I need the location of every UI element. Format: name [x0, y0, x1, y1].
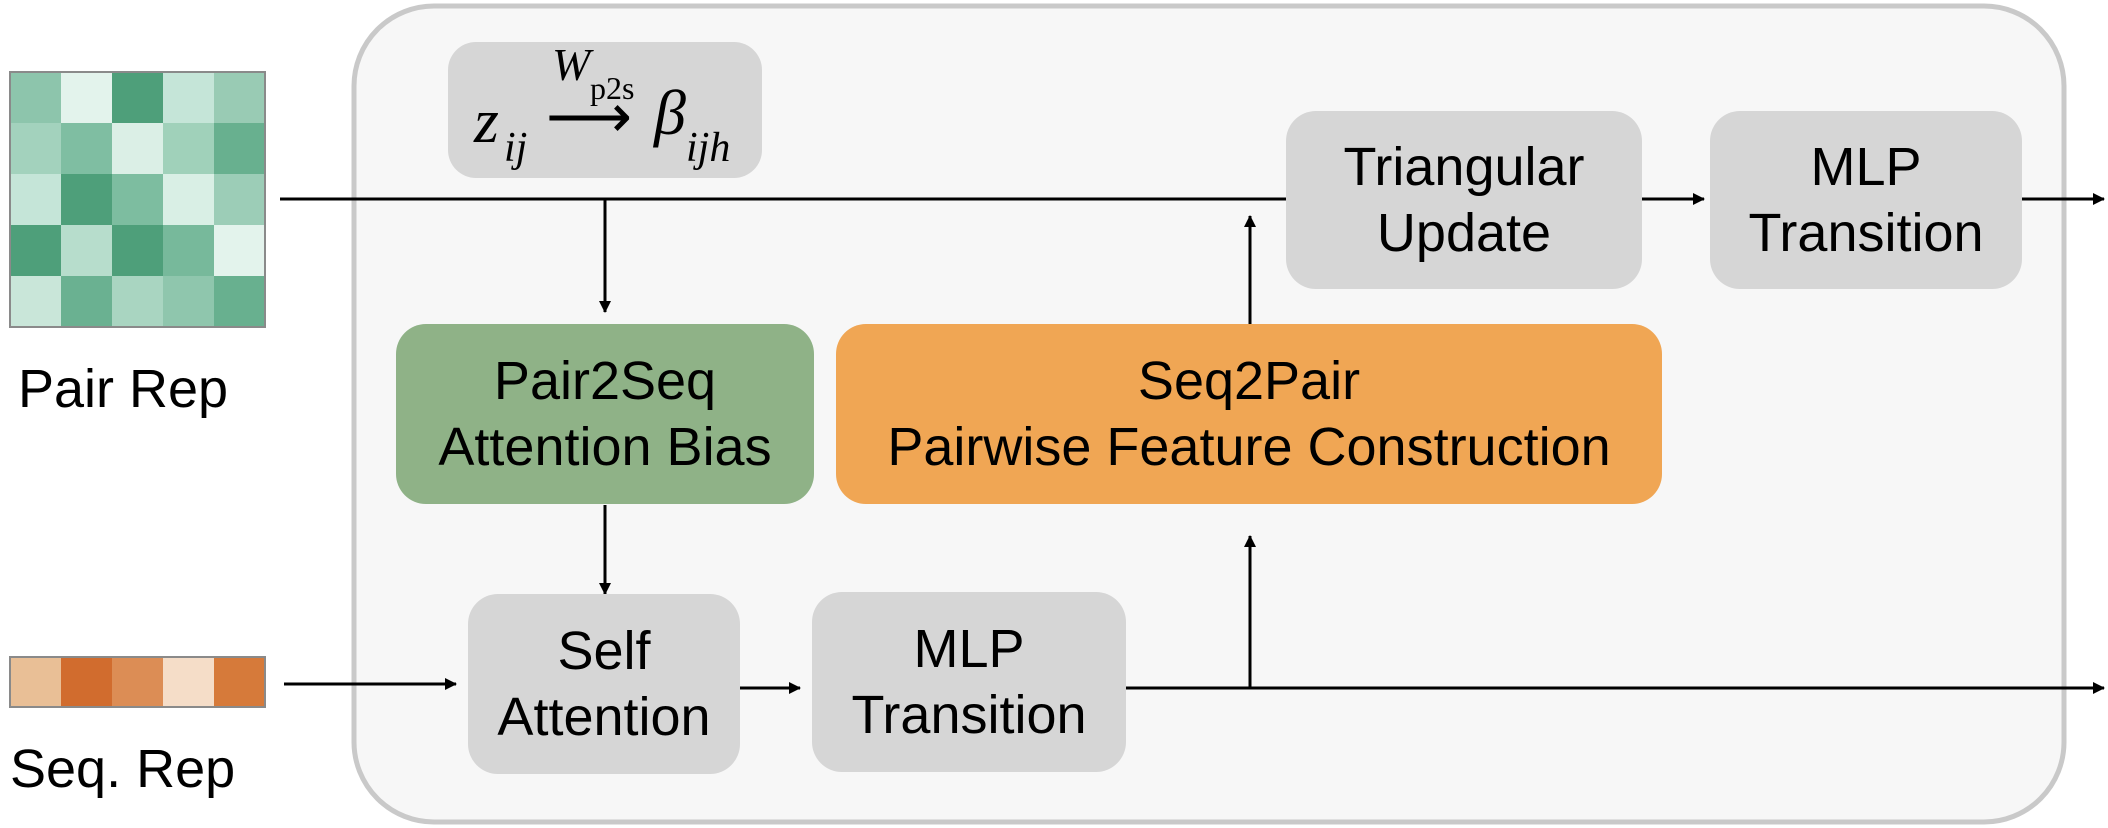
mlp-transition-seq-line-2: Transition	[851, 685, 1087, 745]
self-attention-block: Self Attention	[468, 594, 740, 774]
pair-matrix-cell	[214, 225, 265, 276]
formula-arrow-label-sub: p2s	[590, 70, 635, 106]
triangular-update-block: Triangular Update	[1286, 111, 1642, 289]
pair-rep-label: Pair Rep	[18, 359, 229, 419]
formula-box: z ij W p2s ⟶ β ijh	[448, 39, 762, 178]
seq2pair-block: Seq2Pair Pairwise Feature Construction	[836, 324, 1662, 504]
pair-matrix-cell	[10, 225, 61, 276]
seq2pair-line-2: Pairwise Feature Construction	[887, 417, 1611, 477]
pair2seq-line-1: Pair2Seq	[493, 351, 717, 411]
pair-matrix-cell	[112, 174, 163, 225]
formula-arrow-label: W	[552, 39, 591, 90]
triangular-update-line-2: Update	[1376, 203, 1552, 263]
pair-rep-matrix	[10, 72, 265, 327]
pair-matrix-cell	[112, 72, 163, 123]
pair-matrix-cell	[61, 72, 112, 123]
seq-vector-cell	[112, 657, 163, 707]
pair-matrix-cell	[214, 123, 265, 174]
pair-matrix-cell	[214, 72, 265, 123]
formula-lhs-sub: ij	[504, 125, 528, 171]
pair-matrix-cell	[61, 225, 112, 276]
seq-vector-cell	[10, 657, 61, 707]
seq-vector-cell	[61, 657, 112, 707]
seq-vector-cell	[163, 657, 214, 707]
self-attention-line-1: Self	[557, 621, 651, 681]
pair-matrix-cell	[163, 276, 214, 327]
formula-rhs: β	[654, 77, 686, 148]
pair-matrix-cell	[112, 225, 163, 276]
pair-matrix-cell	[112, 276, 163, 327]
triangular-update-line-1: Triangular	[1343, 137, 1585, 197]
pair-matrix-cell	[214, 174, 265, 225]
pair-rep-matrix-border	[9, 71, 266, 328]
mlp-transition-seq-line-1: MLP	[913, 619, 1025, 679]
mlp-transition-pair-block: MLP Transition	[1710, 111, 2022, 289]
pair-matrix-cell	[10, 72, 61, 123]
seq-rep-vector-border	[9, 656, 266, 708]
self-attention-line-2: Attention	[497, 687, 711, 747]
pair-matrix-cell	[163, 123, 214, 174]
seq2pair-line-1: Seq2Pair	[1137, 351, 1361, 411]
pair-matrix-cell	[163, 174, 214, 225]
seq-rep-label: Seq. Rep	[10, 739, 236, 799]
pair-matrix-cell	[61, 123, 112, 174]
pair-matrix-cell	[61, 174, 112, 225]
mlp-transition-seq-block: MLP Transition	[812, 592, 1126, 772]
pair-matrix-cell	[112, 123, 163, 174]
pair-matrix-cell	[61, 276, 112, 327]
formula-arrow: ⟶	[546, 84, 633, 150]
mlp-transition-pair-line-1: MLP	[1810, 137, 1922, 197]
mlp-transition-pair-line-2: Transition	[1748, 203, 1984, 263]
seq-vector-cell	[214, 657, 265, 707]
seq-rep-vector	[10, 657, 265, 707]
pair2seq-block: Pair2Seq Attention Bias	[396, 324, 814, 504]
pair2seq-line-2: Attention Bias	[438, 417, 772, 477]
pair-matrix-cell	[214, 276, 265, 327]
pair-matrix-cell	[10, 276, 61, 327]
pair-matrix-cell	[10, 174, 61, 225]
formula-rhs-sub: ijh	[686, 125, 731, 171]
pair-matrix-cell	[163, 225, 214, 276]
formula-lhs: z	[474, 85, 499, 156]
pair-matrix-cell	[163, 72, 214, 123]
pair-matrix-cell	[10, 123, 61, 174]
